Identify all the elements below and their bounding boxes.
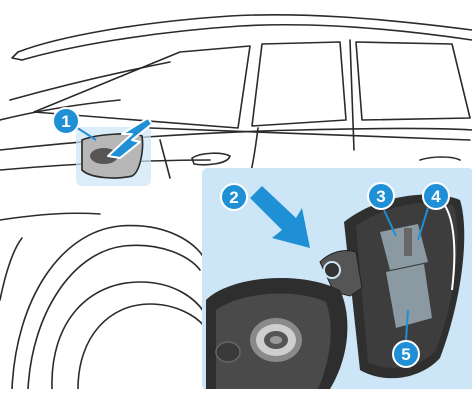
callout-number: 5 [401, 345, 410, 364]
cap-holder [216, 342, 240, 362]
callout-2: 2 [221, 184, 247, 210]
side-window-rear [252, 42, 346, 126]
callout-number: 2 [229, 188, 238, 207]
door-handle [192, 153, 230, 165]
callout-number: 3 [376, 187, 385, 206]
callout-1: 1 [53, 108, 96, 140]
fuel-filler-neck [250, 318, 302, 362]
side-window-front [356, 42, 470, 120]
wheel [52, 282, 204, 389]
callout-number: 4 [431, 187, 441, 206]
callout-number: 1 [61, 112, 70, 131]
